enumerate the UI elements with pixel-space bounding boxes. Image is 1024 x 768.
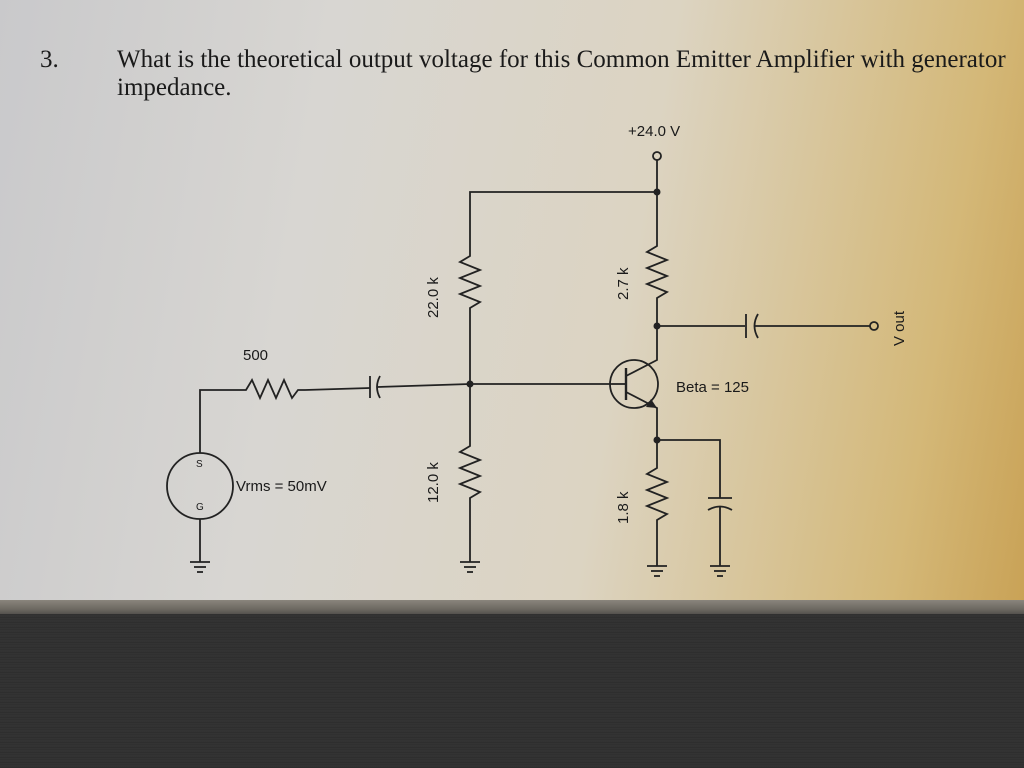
top-rail-wire [469,191,657,250]
rc-resistor [644,240,670,304]
emitter-to-bypass-wire [657,439,721,498]
rc-label: 2.7 k [615,267,632,300]
question-number: 3. [40,46,59,73]
bypass-ground-icon [710,565,730,577]
source-voltage-label: Vrms = 50mV [236,478,327,495]
r2-ground-icon [460,561,480,573]
rg-resistor [240,377,305,401]
question-text: What is the theoretical output voltage f… [117,46,1006,101]
bypass-capacitor-icon [707,497,733,511]
re-ground-icon [647,565,667,577]
npn-transistor-icon [609,326,659,440]
amplifier-schematic: +24.0 V 22.0 k 12.0 k S G Vrms = 50mV 50… [166,123,908,577]
output-capacitor-icon [745,313,759,339]
paper-edge [0,600,1024,616]
paper-sheet [0,0,1024,612]
beta-label: Beta = 125 [676,379,749,396]
supply-terminal [652,151,662,161]
rg-label: 500 [243,347,268,364]
r2-resistor [457,440,483,504]
supply-voltage-label: +24.0 V [628,123,680,140]
r1-resistor [457,250,483,314]
rg-to-cap-wire [304,387,371,391]
output-terminal [869,321,879,331]
source-g-label: G [196,502,204,513]
r2-label: 12.0 k [425,462,442,503]
cap-to-base-wire [376,383,471,388]
re-resistor [644,462,670,526]
r1-label: 22.0 k [425,277,442,318]
source-top-wire [199,389,240,453]
source-s-label: S [196,459,203,470]
re-label: 1.8 k [615,491,632,524]
output-label: V out [891,310,908,346]
source-ground-icon [190,561,210,573]
desk-surface [0,614,1024,768]
